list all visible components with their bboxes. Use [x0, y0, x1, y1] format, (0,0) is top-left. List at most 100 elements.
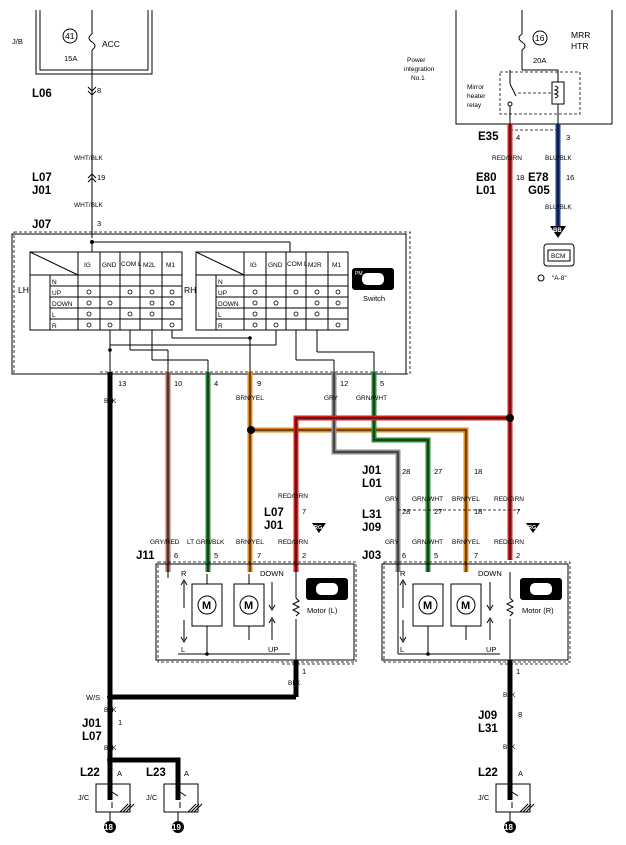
wire-label-blk-l3: BLK [104, 745, 117, 752]
lh-switch-table: LH IG GND COM L M2L M1 N UP DOWN L R [18, 251, 183, 331]
connector-j03: J03 [362, 550, 381, 562]
eye-icon [537, 274, 545, 282]
wire-label-red-grn-top: RED/GRN [492, 155, 522, 162]
connector-l07-mid: L07 [264, 507, 284, 519]
pin-sw-4: 4 [214, 379, 218, 388]
rh-label: RH [184, 285, 196, 295]
pin-e80-18: 18 [516, 173, 524, 182]
pin-a-mid: A [184, 769, 189, 778]
jc-right-label: J/C [478, 793, 490, 802]
motor-r-m1-label: M [423, 600, 432, 612]
rh-col-gnd: GND [268, 262, 283, 269]
ground-jc-right: L22 A J/C 18 [478, 767, 535, 833]
fuse-41-number: 41 [65, 31, 75, 41]
pin-28-top: 28 [402, 467, 410, 476]
connector-l22-left: L22 [80, 767, 100, 779]
fuse-41-amp: 15A [64, 54, 77, 63]
connector-j07: J07 [32, 219, 51, 231]
ground-jc-mid: L23 A J/C 19 [146, 767, 203, 833]
rh-row-n: N [218, 279, 223, 286]
lh-row-n: N [52, 279, 57, 286]
pin-motor-l-1: 1 [302, 667, 306, 676]
wire-label-brn-yel-1: BRN/YEL [236, 395, 264, 402]
pin-9: 9 [257, 379, 261, 388]
splice-ws: W/S [86, 693, 100, 702]
motor-r-l: L [400, 645, 404, 654]
wire-label-red-grn-2: RED/GRN [494, 496, 524, 503]
wire-label-grn-wht-2: GRN/WHT [412, 496, 443, 503]
lh-col-m2l: M2L [143, 262, 156, 269]
connector-j09-bottom: J09 [478, 710, 497, 722]
connector-j01-bottom: J01 [82, 718, 102, 730]
switch-badge-text: PM [355, 271, 363, 277]
fuse-41-name: ACC [102, 39, 120, 49]
pin-a-right: A [518, 769, 523, 778]
pin-12: 12 [340, 379, 348, 388]
motor-l-r: R [181, 569, 187, 578]
rg-badge-left-text: RG [314, 525, 322, 531]
rg-badge-left [312, 523, 326, 533]
jc-mid-label: J/C [146, 793, 158, 802]
rh-row-r: R [218, 323, 223, 330]
pin-sw-5: 5 [380, 379, 384, 388]
motor-r-heater [505, 597, 515, 617]
rh-col-m2r: M2R [308, 262, 322, 269]
pin-j03-6: 6 [402, 551, 406, 560]
wire-label-lt-grn-blk: LT GRN/BLK [187, 539, 225, 546]
bb-badge-text: BB [553, 228, 562, 234]
pin-e35-3: 3 [566, 133, 570, 142]
relay-label-3: relay [467, 102, 482, 109]
pin-7-r: 7 [516, 507, 520, 516]
rh-switch-table: RH IG GND COM L M2R M1 N UP DOWN L R [184, 251, 349, 331]
connector-e35: E35 [478, 131, 499, 143]
wire-label-gry-red: GRY/RED [150, 539, 180, 546]
wire-label-red-grn-l2: RED/GRN [278, 539, 308, 546]
pin-j01-1: 1 [118, 718, 122, 727]
wire-label-brn-yel-4: BRN/YEL [236, 539, 264, 546]
wire-label-wht-blk-2: WHT/BLK [74, 202, 104, 209]
rh-row-l: L [218, 312, 222, 319]
rh-col-m1: M1 [332, 262, 341, 269]
lh-label: LH [18, 285, 29, 295]
mirror-heater-relay [499, 71, 581, 115]
connector-e80: E80 [476, 172, 496, 184]
motor-l-m1 [197, 595, 217, 615]
pin-j11-7: 7 [257, 551, 261, 560]
connector-l06: L06 [32, 88, 52, 100]
motor-right: R L M M DOWN UP Motor (R) [381, 561, 571, 663]
connector-j11: J11 [136, 550, 155, 562]
motor-l-m2 [239, 595, 259, 615]
motor-r-r: R [400, 569, 406, 578]
connector-l07-top: L07 [32, 172, 52, 184]
bcm-label: BCM [551, 253, 565, 260]
connector-l31-mid: L31 [362, 509, 382, 521]
connector-j01-top: J01 [32, 185, 52, 197]
connector-j01-mid: J01 [362, 465, 382, 477]
wire-label-grn-wht-3: GRN/WHT [412, 539, 443, 546]
wire-label-wht-blk-1: WHT/BLK [74, 155, 104, 162]
motor-l-heater [291, 597, 301, 617]
motor-l-label: Motor (L) [307, 606, 338, 615]
motor-r-m1 [418, 595, 438, 615]
connector-l22-right: L22 [478, 767, 498, 779]
wire-label-brn-yel-3: BRN/YEL [452, 539, 480, 546]
motor-r-up: UP [486, 645, 496, 654]
junction-block: J/B 41 15A ACC [12, 10, 153, 100]
pin-18-bot: 18 [474, 507, 482, 516]
pin-j07-3: 3 [97, 219, 101, 228]
motor-l-l: L [181, 645, 185, 654]
pin-j11-6: 6 [174, 551, 178, 560]
pin-19: 19 [97, 173, 105, 182]
wire-label-blk-1: BLK [104, 398, 117, 405]
pin-27-bot: 27 [434, 507, 442, 516]
motor-r-m2-label: M [461, 600, 470, 612]
motor-l-down: DOWN [260, 569, 284, 578]
pin-a-left: A [117, 769, 122, 778]
motor-r-down: DOWN [478, 569, 502, 578]
motor-l-m2-label: M [244, 600, 253, 612]
fuse-16-name1: MRR [571, 30, 590, 40]
rh-row-up: UP [218, 290, 227, 297]
fuse-16-number: 16 [535, 33, 545, 43]
lh-row-down: DOWN [52, 301, 73, 308]
